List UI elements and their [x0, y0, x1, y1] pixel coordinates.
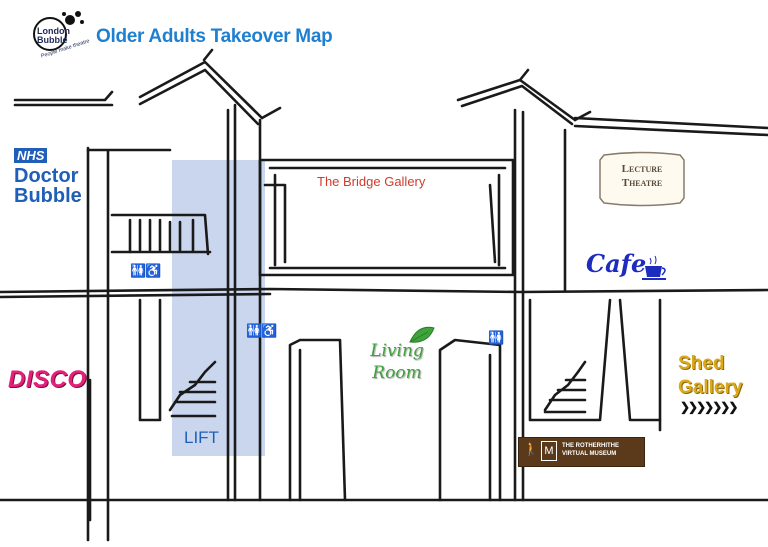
coffee-cup-icon — [642, 255, 666, 280]
leaf-icon — [409, 326, 435, 343]
logo-bubbles — [33, 11, 84, 51]
museum-line2: VIRTUAL MUSEUM — [562, 451, 617, 457]
disco-label: DISCO — [8, 366, 87, 393]
museum-line1: THE ROTHERHITHE — [562, 443, 619, 449]
bridge-gallery-label: The Bridge Gallery — [317, 174, 426, 189]
stairs-left — [168, 360, 217, 418]
left-gable — [13, 90, 114, 102]
living-line2: Room — [372, 363, 422, 383]
toilets-icon-right: 🚻 — [488, 330, 504, 345]
toilets-icon-upper: 🚻♿ — [130, 263, 161, 278]
lift-label: LIFT — [184, 428, 219, 447]
shed-line1: Shed — [678, 353, 725, 374]
chevron-right-icon: ❯❯❯❯❯❯❯ — [680, 400, 738, 414]
bridge-gallery-box — [258, 158, 515, 277]
toilets-icon-middle: 🚻♿ — [246, 323, 277, 338]
lecture-theatre-frame — [599, 151, 685, 207]
living-line1: Living — [370, 341, 424, 361]
stairs-right — [543, 360, 587, 414]
first-floor-line — [0, 287, 768, 294]
shed-gallery-label: Shed Gallery — [678, 352, 750, 400]
museum-sign-text: THE ROTHERHITHE VIRTUAL MUSEUM — [562, 442, 642, 458]
nhs-badge: NHS — [14, 148, 48, 163]
logo-text: London Bubble — [37, 27, 70, 45]
shed-line2: Gallery — [678, 377, 743, 398]
living-room-label: Living Room — [362, 340, 432, 384]
page-title: Older Adults Takeover Map — [96, 26, 333, 47]
walking-person-icon: 🚶 — [523, 441, 540, 456]
cafe-label: Cafe — [586, 249, 647, 278]
museum-m-icon: M — [541, 441, 557, 461]
lecture-line2: Theatre — [621, 177, 663, 189]
doctor-line1: Doctor — [14, 165, 79, 187]
museum-sign — [518, 437, 645, 467]
logo-line1: London — [37, 26, 70, 36]
lecture-line1: Lecture — [621, 163, 663, 175]
lift-shaft — [172, 160, 265, 456]
logo-line2: Bubble — [37, 35, 68, 45]
lecture-theatre-label: Lecture Theatre — [604, 162, 680, 190]
doctor-bubble-label: Doctor Bubble — [14, 166, 82, 206]
doctor-line2: Bubble — [14, 185, 82, 207]
